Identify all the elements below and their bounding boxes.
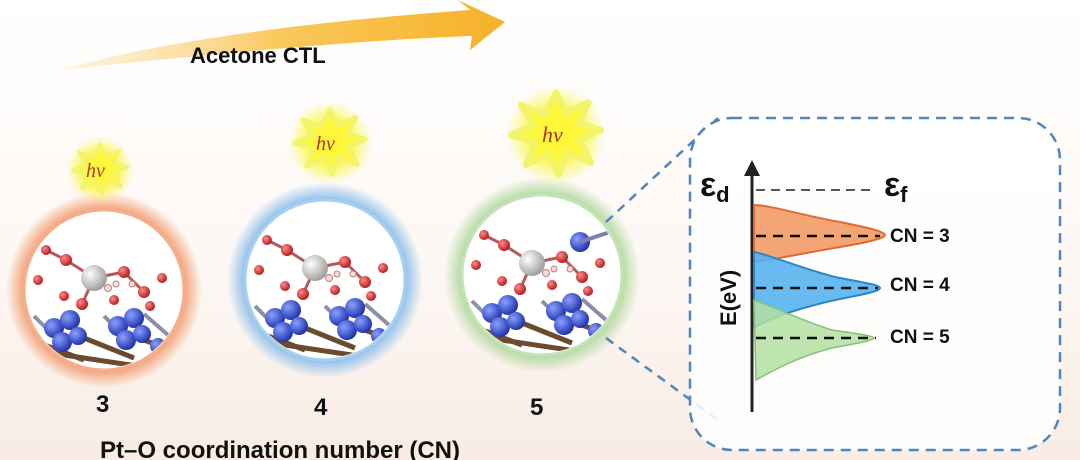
site-cn-3 — [6, 192, 202, 388]
fermi-symbol: εf — [884, 166, 908, 207]
acetone-ctl-arrow — [60, 0, 505, 70]
cn-number-4: 4 — [314, 394, 328, 421]
photon-burst-5 — [506, 85, 606, 185]
arrow-label: Acetone CTL — [190, 43, 326, 68]
cn-number-3: 3 — [96, 391, 109, 418]
site-cn-5 — [444, 177, 640, 373]
energy-panel: εd εf E(eV) CN = 3 CN = 4 CN = 5 — [700, 160, 950, 412]
photon-label-4: hv — [316, 133, 335, 155]
energy-panel-frame — [688, 116, 1062, 452]
band-cn-4 — [753, 250, 882, 330]
level-label-cn-5: CN = 5 — [890, 327, 950, 348]
photon-label-3: hv — [86, 160, 105, 182]
site-cn-4 — [227, 182, 423, 378]
photon-burst-4 — [288, 101, 372, 185]
level-label-cn-4: CN = 4 — [890, 275, 950, 296]
level-label-cn-3: CN = 3 — [890, 226, 950, 247]
y-axis-label: E(eV) — [716, 270, 741, 326]
photon-burst-3 — [66, 136, 134, 204]
band-cn-5 — [753, 298, 875, 382]
photon-label-5: hv — [542, 122, 563, 147]
x-caption: Pt–O coordination number (CN) — [100, 437, 460, 460]
cn-number-5: 5 — [530, 394, 543, 421]
energy-axis-arrow-icon — [744, 160, 760, 176]
d-band-symbol: εd — [700, 166, 730, 207]
band-cn-3 — [753, 203, 887, 264]
